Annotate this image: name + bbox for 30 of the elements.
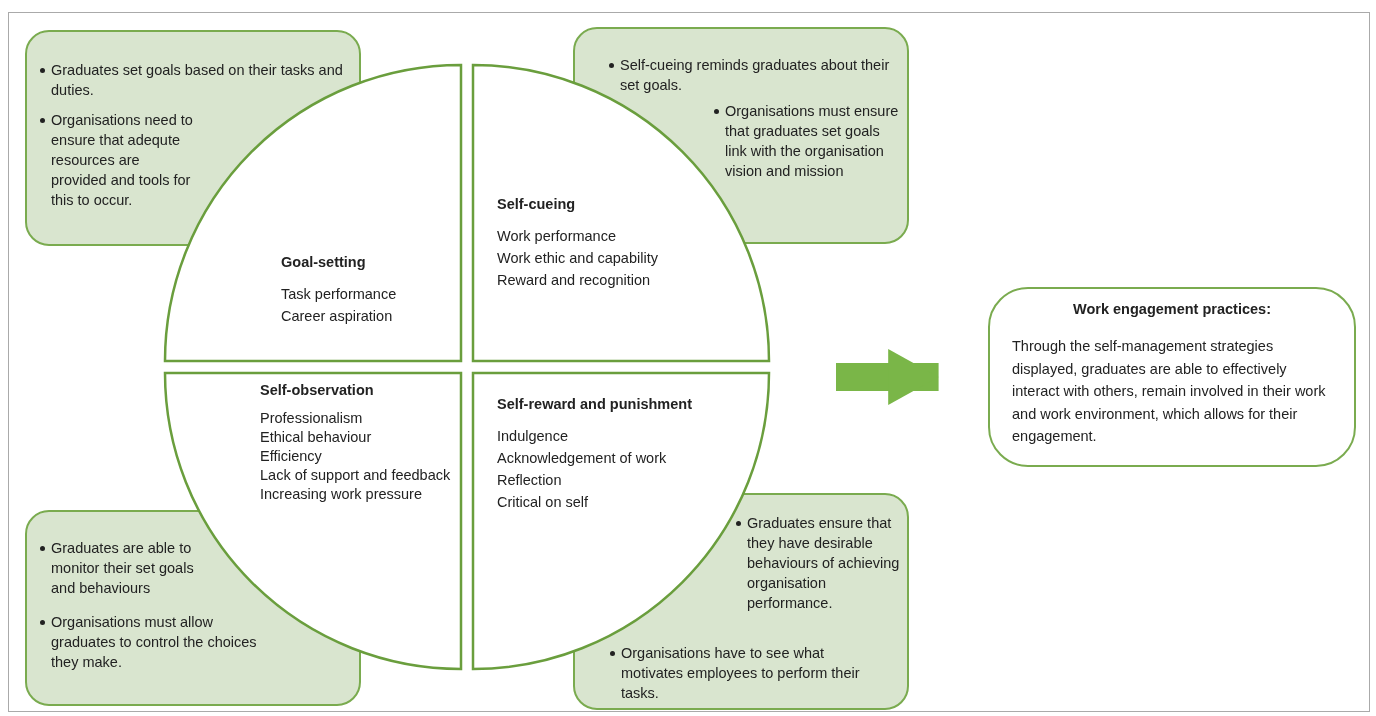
segment-item: Work performance xyxy=(497,227,617,246)
bullet-text: Organisations must allow graduates to control the choices they make. xyxy=(51,612,271,672)
segment-item: Increasing work pressure xyxy=(260,485,423,504)
segment-item: Work ethic and capability xyxy=(497,249,659,268)
segment-heading: Goal-setting xyxy=(281,253,367,272)
segment-heading: Self-observation xyxy=(260,381,375,400)
segment-item: Acknowledgement of work xyxy=(497,449,668,468)
segment-heading: Self-cueing xyxy=(497,195,577,214)
segment-item: Reflection xyxy=(497,471,563,490)
panel-heading: Work engagement practices: xyxy=(1072,301,1272,317)
segment-item: Lack of support and feedback xyxy=(260,466,452,485)
segment-item: Critical on self xyxy=(497,493,590,512)
segment-item: Career aspiration xyxy=(281,307,394,326)
result-panel xyxy=(988,287,1356,467)
bullet-text: Self-cueing reminds graduates about their set goals. xyxy=(620,55,890,95)
bullet-text: Graduates ensure that they have desirable behaviours of achieving organisation performance. xyxy=(747,513,902,613)
segment-item: Reward and recognition xyxy=(497,271,652,290)
bullet-text: Graduates set goals based on their tasks and duties. xyxy=(51,60,346,100)
segment-heading: Self-reward and punishment xyxy=(497,395,693,414)
bullet-text: Organisations need to ensure that adequte resources are provided and tools for this to occur. xyxy=(51,110,196,210)
segment-item: Efficiency xyxy=(260,447,323,466)
bullet-text: Organisations have to see what motivates employees to perform their tasks. xyxy=(621,643,861,703)
block-arrow xyxy=(836,349,939,405)
segment-item: Ethical behaviour xyxy=(260,428,373,447)
bullet-text: Graduates are able to monitor their set goals and behaviours xyxy=(51,538,211,598)
panel-text: Through the self-management strategies displayed, graduates are able to effectively interact with others, remain involved in their work and work environment, which allows for their engagement. xyxy=(1012,337,1327,446)
bullet-text: Organisations must ensure that graduates set goals link with the organisation vision and mission xyxy=(725,101,903,181)
segment-item: Indulgence xyxy=(497,427,569,446)
segment-item: Professionalism xyxy=(260,409,364,428)
segment-item: Task performance xyxy=(281,285,398,304)
